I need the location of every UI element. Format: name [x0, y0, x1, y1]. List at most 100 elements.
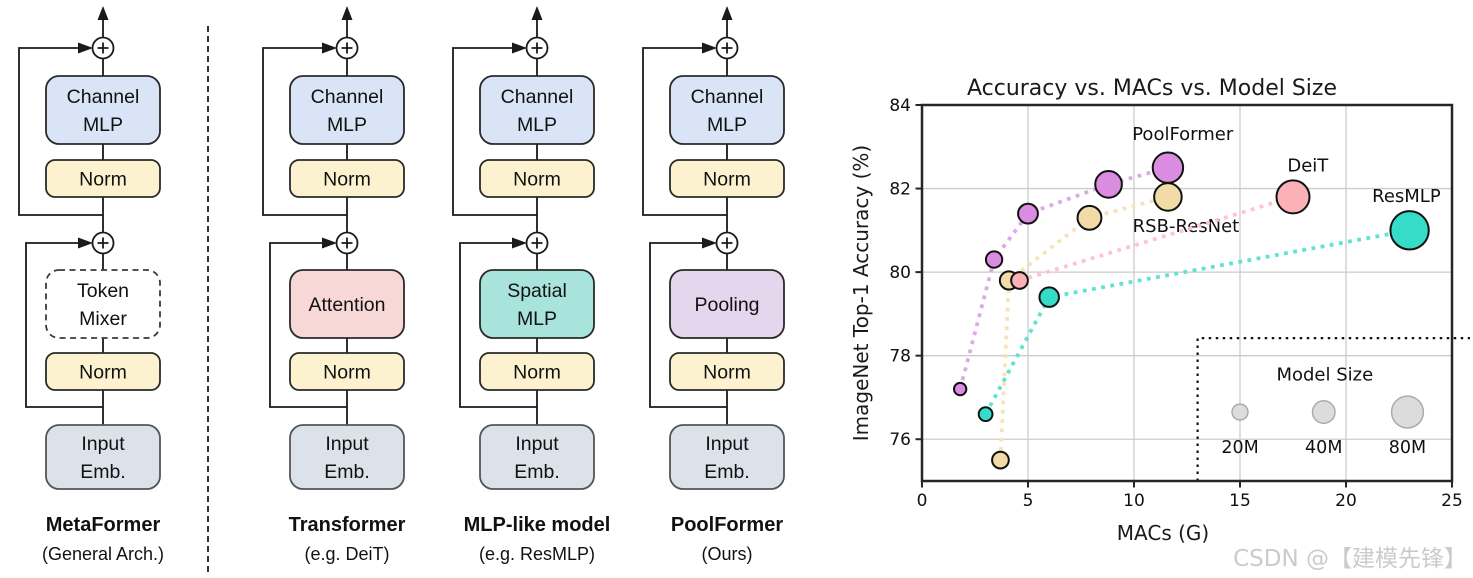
token-mixer-label: Mixer [79, 308, 127, 330]
output-arrow-icon [341, 6, 353, 20]
add-node [91, 36, 115, 60]
channel-mlp-label: MLP [327, 114, 367, 136]
legend-box-border [1196, 337, 1470, 481]
diagram-caption: MLP-like model [464, 514, 611, 536]
plus-icon [531, 42, 543, 54]
x-tick-label: 0 [917, 491, 928, 511]
add-node [525, 231, 549, 255]
data-point-poolformer [1017, 202, 1039, 225]
plus-icon [97, 237, 109, 249]
data-point-rsb-resnet [991, 450, 1010, 470]
plus-icon [721, 237, 733, 249]
data-point-deit [1010, 271, 1029, 290]
norm-label: Norm [513, 362, 561, 384]
data-point-poolformer [1151, 151, 1185, 184]
plot-frame [920, 103, 1454, 483]
plus-icon [531, 237, 543, 249]
series-label-deit: DeiT [1287, 156, 1329, 177]
connector-lines [642, 19, 728, 425]
plus-icon [341, 237, 353, 249]
input-emb-label: Input [81, 433, 125, 455]
spatial-mlp-block [479, 269, 595, 339]
x-tick-label: 25 [1441, 491, 1463, 511]
add-node [91, 231, 115, 255]
plus-icon [721, 42, 733, 54]
data-point-deit [1275, 179, 1311, 215]
channel-mlp-label: MLP [707, 114, 747, 136]
norm-block [479, 352, 595, 391]
trend-line-deit [1018, 195, 1294, 283]
diagram-poolformer: Channel MLP Norm Pooling Norm Input Emb.… [642, 6, 785, 564]
input-emb-label: Emb. [80, 461, 126, 483]
x-tick-label: 5 [1023, 491, 1034, 511]
diagram-subtitle: (Ours) [702, 544, 753, 564]
y-tick-label: 78 [889, 347, 911, 367]
legend-size-label: 40M [1305, 438, 1342, 458]
spatial-mlp-label: Spatial [507, 280, 567, 302]
attention-label: Attention [309, 294, 386, 316]
input-emb-label: Emb. [514, 461, 560, 483]
x-tick-label: 20 [1335, 491, 1357, 511]
series-label-poolformer: PoolFormer [1132, 124, 1234, 145]
diagram-caption: PoolFormer [671, 514, 783, 536]
data-point-resmlp [1389, 210, 1430, 251]
plus-icon [97, 42, 109, 54]
legend-title: Model Size [1276, 364, 1373, 385]
x-tick-label: 15 [1229, 491, 1251, 511]
data-point-poolformer [952, 381, 968, 397]
input-emb-label: Input [705, 433, 749, 455]
connector-lines [262, 19, 348, 425]
watermark: CSDN @【建模先锋】 [1233, 546, 1467, 572]
channel-mlp-label: Channel [311, 86, 384, 108]
gridlines [922, 105, 1452, 481]
norm-block [669, 352, 785, 391]
channel-mlp-label: Channel [691, 86, 764, 108]
norm-block [45, 159, 161, 198]
pooling-label: Pooling [694, 294, 759, 316]
skip-arrow-icon [512, 42, 527, 54]
x-tick-label: 10 [1123, 491, 1145, 511]
channel-mlp-block [669, 75, 785, 145]
y-tick-label: 84 [889, 96, 911, 116]
norm-label: Norm [703, 362, 751, 384]
norm-label: Norm [323, 362, 371, 384]
plus-icon [341, 42, 353, 54]
diagram-caption: MetaFormer [46, 514, 161, 536]
skip-arrow-icon [322, 42, 337, 54]
norm-label: Norm [79, 169, 127, 191]
y-axis-label: ImageNet Top-1 Accuracy (%) [849, 145, 873, 441]
output-arrow-icon [97, 6, 109, 20]
attention-block [289, 269, 405, 339]
connector-lines [452, 19, 538, 425]
diagram-subtitle: (General Arch.) [42, 544, 164, 564]
data-point-rsb-resnet [1076, 204, 1103, 231]
diagram-subtitle: (e.g. DeiT) [304, 544, 389, 564]
diagram-mlp-like: Channel MLP Norm Spatial MLP Norm Input … [452, 6, 611, 564]
data-point-poolformer [984, 250, 1004, 269]
add-node [525, 36, 549, 60]
norm-label: Norm [703, 169, 751, 191]
spatial-mlp-label: MLP [517, 308, 557, 330]
output-arrow-icon [721, 6, 733, 20]
output-arrow-icon [531, 6, 543, 20]
add-node [715, 231, 739, 255]
add-node [715, 36, 739, 60]
input-emb-label: Emb. [324, 461, 370, 483]
norm-label: Norm [323, 169, 371, 191]
y-tick-label: 82 [889, 180, 911, 200]
channel-mlp-block [45, 75, 161, 145]
skip-arrow-icon [322, 237, 337, 249]
channel-mlp-label: MLP [83, 114, 123, 136]
series-label-rsb-resnet: RSB-ResNet [1133, 216, 1240, 237]
diagram-caption: Transformer [289, 514, 406, 536]
input-emb-label: Input [325, 433, 369, 455]
channel-mlp-label: MLP [517, 114, 557, 136]
data-point-resmlp [1038, 286, 1060, 308]
diagram-subtitle: (e.g. ResMLP) [479, 544, 595, 564]
input-emb-block [669, 424, 785, 490]
